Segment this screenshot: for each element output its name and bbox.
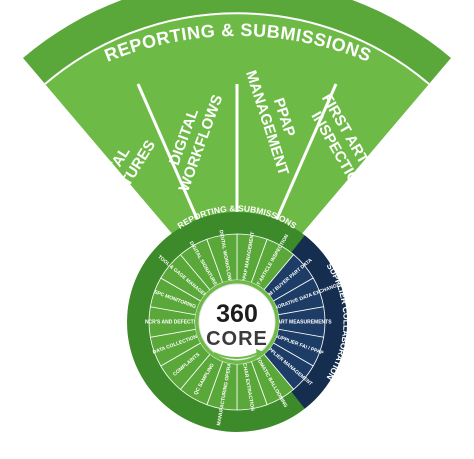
center-title-360: 360 (216, 300, 258, 328)
center-swoosh-arrow (213, 352, 259, 359)
center-title-core: CORE (206, 328, 268, 350)
fan-outer-divider (44, 12, 430, 85)
wheel-ring-supplier-segment (291, 235, 347, 409)
wheel-center-disc (198, 283, 276, 361)
wheel-sector-label: NCR'S AND DEFECTS (145, 319, 198, 325)
wheel-ring-navy-arc (291, 235, 347, 409)
wheel-sector-label: PART MEASUREMENTS (274, 319, 332, 325)
center-swoosh-arrowhead (256, 349, 264, 357)
